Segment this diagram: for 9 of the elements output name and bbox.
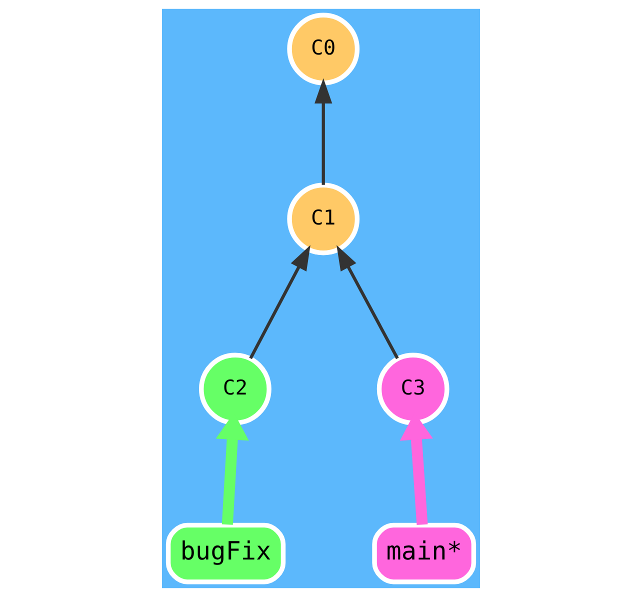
arrow xyxy=(249,245,310,360)
node-circle: C3 xyxy=(376,352,450,426)
node-box: bugFix xyxy=(166,522,286,584)
node-circle: C2 xyxy=(199,352,272,426)
node-circle: C1 xyxy=(287,182,360,256)
arrow xyxy=(314,78,332,185)
node-box: main* xyxy=(372,522,476,584)
arrow xyxy=(336,245,399,360)
node-circle: C0 xyxy=(287,12,360,86)
